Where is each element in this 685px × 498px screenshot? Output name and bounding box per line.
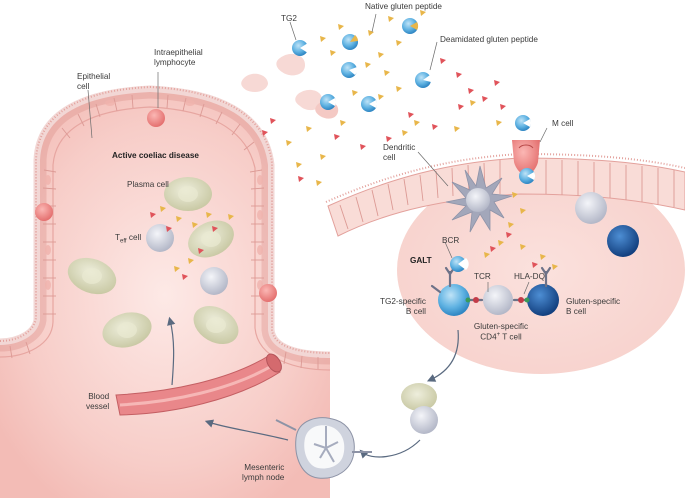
gluten-specific-b-cell-resting: [607, 225, 639, 257]
label-tcr: TCR: [474, 272, 491, 281]
lymphocyte: [575, 192, 607, 224]
tg2-specific-b-cell: [438, 284, 470, 316]
intraepithelial-lymphocyte: [259, 284, 277, 302]
label-gluten-specific-b-cell: Gluten-specific B cell: [566, 297, 621, 316]
native-peptides: [160, 10, 558, 272]
gluten-specific-b-cell: [527, 284, 559, 316]
label-galt: GALT: [410, 256, 432, 265]
label-epithelial-cell: Epithelial cell: [77, 72, 111, 91]
m-cell: [512, 140, 540, 175]
deamidated-peptides: [150, 58, 538, 280]
debris-cell: [295, 89, 323, 111]
villus: [0, 85, 331, 498]
label-deamidated-gluten-peptide: Deamidated gluten peptide: [440, 35, 538, 44]
tg2-on-bcr: [450, 256, 469, 272]
right-mucosa: [325, 140, 685, 382]
intraepithelial-lymphocyte: [147, 109, 165, 127]
lymph-node: [204, 417, 372, 479]
migrating-cells: [359, 383, 438, 459]
label-active-coeliac-disease: Active coeliac disease: [112, 151, 199, 160]
leader-lines: [87, 13, 548, 295]
villus-cells: [67, 177, 239, 386]
label-plasma-cell: Plasma cell: [127, 180, 169, 189]
tg2-molecules: [292, 18, 536, 184]
cd4-t-cell: [483, 285, 513, 315]
label-hla-dq: HLA-DQ: [514, 272, 545, 281]
label-native-gluten-peptide: Native gluten peptide: [365, 2, 442, 11]
label-bcr: BCR: [442, 236, 460, 245]
intraepithelial-lymphocyte: [35, 203, 53, 221]
debris-cell: [276, 53, 306, 76]
galt-region: [397, 166, 685, 374]
label-blood-vessel: Blood vessel: [86, 392, 110, 411]
lumen-content: [150, 10, 558, 280]
label-teff-cell: Teff cell: [115, 233, 142, 245]
debris-cell: [241, 73, 268, 92]
label-m-cell: M cell: [552, 119, 574, 128]
label-tg2-specific-b-cell: TG2-specific B cell: [380, 297, 426, 316]
dendritic-cell: [445, 165, 513, 233]
teff-cell: [200, 267, 228, 295]
blood-vessel: [115, 353, 282, 416]
label-intraepithelial-lymphocyte: Intraepithelial lymphocyte: [154, 48, 203, 67]
label-dendritic-cell: Dendritic cell: [383, 143, 416, 162]
label-mesenteric-lymph-node: Mesenteric lymph node: [242, 463, 285, 482]
label-tg2: TG2: [281, 14, 297, 23]
